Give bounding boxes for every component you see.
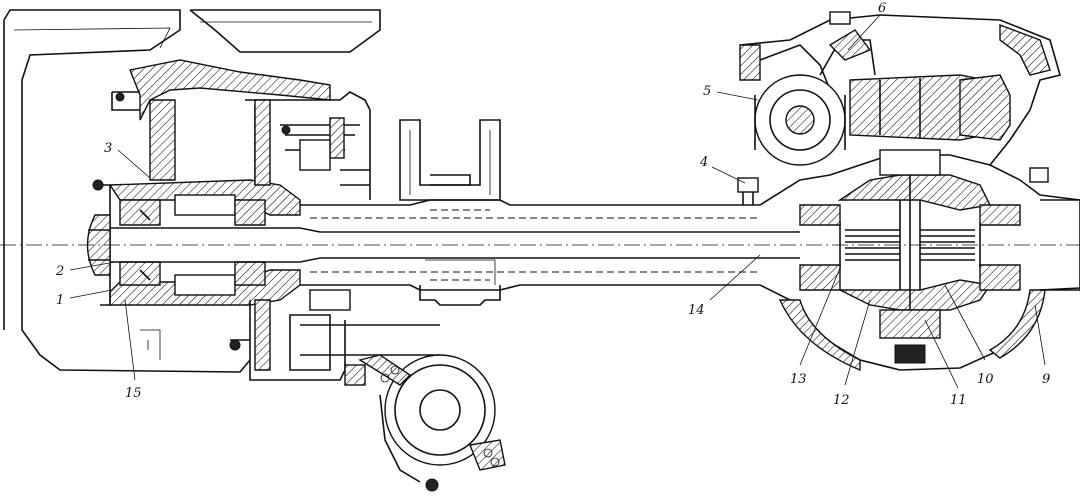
callout-11: 11 <box>950 393 967 408</box>
wheel-rim <box>111 59 331 181</box>
spring-seat-bottom <box>419 259 501 306</box>
wheel-hub <box>92 179 301 306</box>
differential-carrier <box>837 149 992 364</box>
main-gear-housing <box>739 11 1061 166</box>
callout-14: 14 <box>688 303 705 318</box>
callout-10: 10 <box>977 372 994 387</box>
brake-assembly <box>245 91 371 200</box>
brake-assembly-lower <box>229 289 440 386</box>
drive-pinion <box>819 29 1011 141</box>
callout-12: 12 <box>833 393 850 408</box>
callout-2: 2 <box>55 264 64 279</box>
callout-4: 4 <box>699 155 708 170</box>
callout-6: 6 <box>878 1 886 16</box>
axle-shaft <box>0 227 1080 263</box>
friction-disc-pack <box>839 222 981 268</box>
side-bearings <box>799 204 1021 291</box>
leader-lines <box>69 14 1046 389</box>
dual-wheel-tyres <box>3 9 381 373</box>
callout-3: 3 <box>104 141 112 156</box>
callout-15: 15 <box>125 386 142 401</box>
callout-5: 5 <box>703 84 711 99</box>
callout-9: 9 <box>1042 372 1050 387</box>
spring-seat-top <box>399 119 501 201</box>
brake-chamber <box>358 354 506 492</box>
callout-13: 13 <box>790 372 807 387</box>
callout-1: 1 <box>56 293 64 308</box>
breather-plug <box>737 167 1049 205</box>
